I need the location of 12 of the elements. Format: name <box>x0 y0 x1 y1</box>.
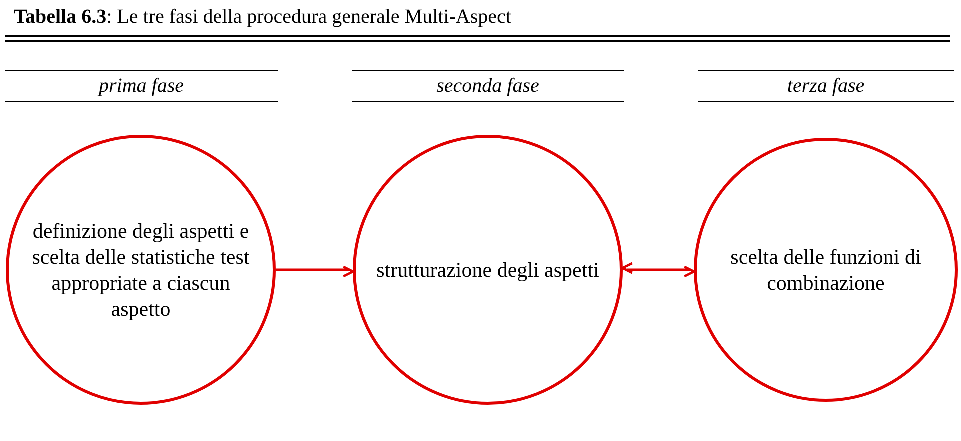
phase-header: seconda fase <box>352 70 624 102</box>
phase-circle <box>694 138 958 402</box>
circle-text: scelta delle funzioni di combinazione <box>730 244 922 296</box>
arrow <box>622 262 695 278</box>
arrow <box>276 266 354 278</box>
circle-text: strutturazione degli aspetti <box>376 257 600 283</box>
table-title: Tabella 6.3: Le tre fasi della procedura generale Multi-Aspect <box>14 6 512 29</box>
phase-circle <box>353 135 623 405</box>
phase-header: prima fase <box>5 70 278 102</box>
circle-text: definizione degli aspetti e scelta delle statistiche test appropriate a ciascun aspetto <box>31 218 251 322</box>
phase-circle <box>6 135 276 405</box>
phase-header: terza fase <box>698 70 954 102</box>
